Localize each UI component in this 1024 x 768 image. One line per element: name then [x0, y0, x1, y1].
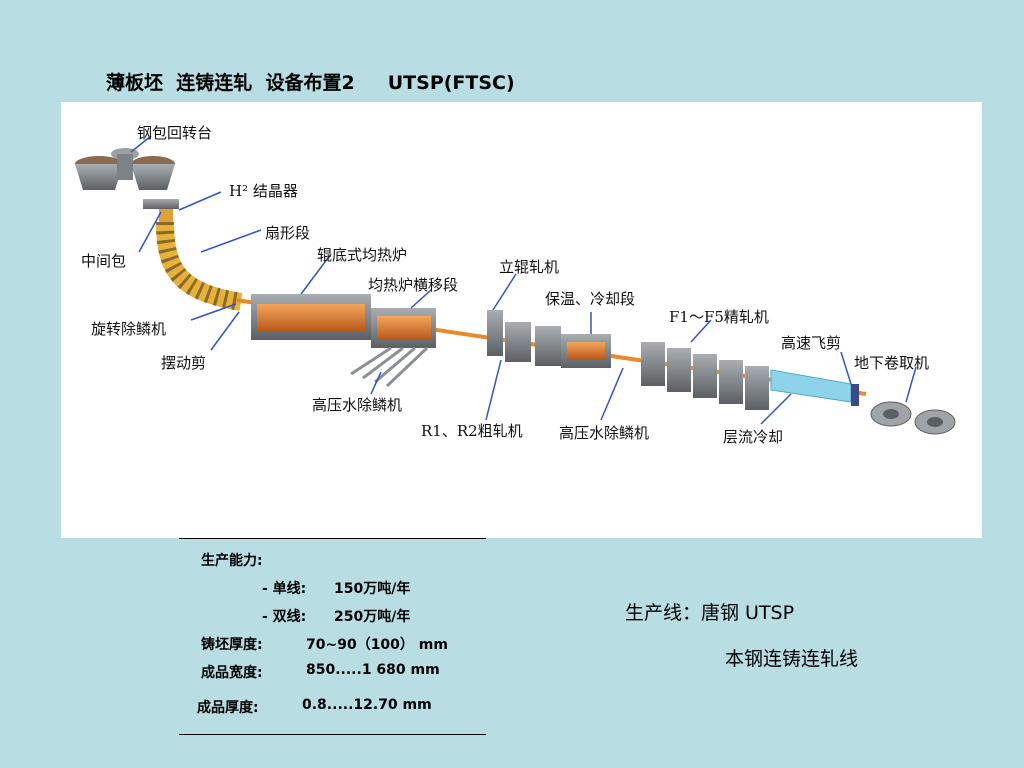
label-rotary-descaler: 旋转除鳞机	[91, 320, 167, 338]
page-title: 薄板坯 连铸连轧 设备布置2 UTSP(FTSC)	[106, 72, 515, 94]
label-furnace-shuttle: 均热炉横移段	[368, 276, 459, 294]
slab-thickness-value: 70~90（100） mm	[306, 637, 448, 653]
label-finishing-mill: F1～F5精轧机	[669, 308, 769, 326]
label-hp-descaler-2: 高压水除鳞机	[559, 424, 650, 442]
finishing-mill-drawing	[641, 342, 769, 410]
slab-thickness-label: 铸坯厚度:	[201, 637, 263, 653]
double-line-label: - 双线:	[262, 609, 307, 625]
label-tundish: 中间包	[81, 252, 127, 270]
label-hp-descaler-1: 高压水除鳞机	[312, 396, 403, 414]
single-line-label: - 单线:	[262, 581, 307, 597]
production-line-1: 生产线：唐钢 UTSP	[625, 602, 795, 624]
downcoiler-drawing	[870, 401, 956, 435]
product-width-label: 成品宽度:	[201, 665, 263, 681]
specs-top-rule	[179, 538, 486, 539]
ladle-turret-drawing	[75, 148, 175, 190]
roller-furnace-drawing	[251, 294, 436, 348]
label-edger: 立辊轧机	[499, 258, 560, 276]
flying-shear-drawing	[851, 384, 859, 406]
production-line-2: 本钢连铸连轧线	[725, 648, 859, 670]
roughing-mill-drawing	[487, 310, 561, 366]
product-width-value: 850.....1 680 mm	[306, 662, 440, 678]
leader-lines	[130, 135, 917, 425]
label-flying-shear: 高速飞剪	[781, 334, 842, 352]
equipment-layout-diagram: 钢包回转台 H² 结晶器 中间包 扇形段 辊底式均热炉 均热炉横移段 立辊轧机 …	[61, 102, 982, 538]
specs-bottom-rule	[179, 734, 486, 735]
segment-drawing	[156, 221, 243, 311]
label-insulation-cooling: 保温、冷却段	[545, 290, 636, 308]
single-line-value: 150万吨/年	[334, 581, 411, 597]
mold-drawing	[159, 209, 173, 223]
label-downcoiler: 地下卷取机	[854, 354, 930, 372]
product-thickness-value: 0.8.....12.70 mm	[302, 697, 432, 713]
label-ladle-turret: 钢包回转台	[137, 124, 213, 142]
label-pendulum-shear: 摆动剪	[161, 354, 207, 372]
hp-descaler-1-drawing	[350, 346, 429, 388]
double-line-value: 250万吨/年	[334, 609, 411, 625]
label-roller-furnace: 辊底式均热炉	[317, 246, 408, 264]
label-mold: H² 结晶器	[229, 182, 298, 200]
tundish-drawing	[143, 199, 179, 209]
equipment-drawing	[75, 135, 956, 435]
capacity-label: 生产能力:	[201, 553, 263, 569]
label-laminar-cooling: 层流冷却	[723, 428, 784, 446]
label-roughing-mill: R1、R2粗轧机	[421, 422, 523, 440]
label-segment: 扇形段	[265, 224, 311, 242]
laminar-cooling-drawing	[770, 369, 852, 403]
product-thickness-label: 成品厚度:	[197, 700, 259, 716]
